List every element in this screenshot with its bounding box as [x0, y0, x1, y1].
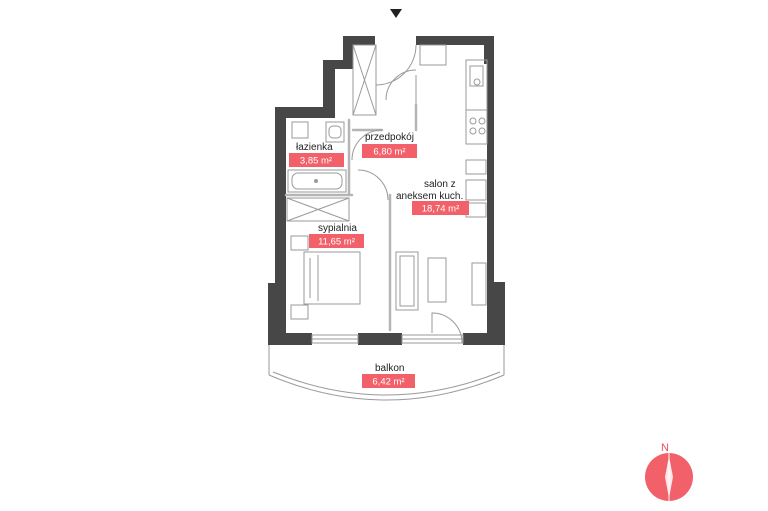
kitchen-counter [419, 44, 488, 145]
room-label-bedroom: sypialnia [318, 223, 357, 234]
entrance-arrow-icon [390, 9, 402, 18]
room-label-living: salon z [424, 179, 456, 190]
area-value-bedroom: 11,65 m² [318, 237, 355, 248]
room-label-bathroom: łazienka [296, 142, 333, 153]
area-badge-living [412, 201, 469, 215]
bathroom-fixtures [287, 121, 347, 193]
room-label-balcony: balkon [375, 363, 404, 374]
room-label-living-line2: aneksem kuch. [396, 191, 463, 202]
area-badge-bedroom [309, 234, 364, 248]
compass-north-label: N [661, 442, 669, 454]
area-badge-hall [362, 144, 417, 158]
windows [311, 334, 464, 344]
area-value-living: 18,74 m² [422, 204, 460, 215]
living-furniture [395, 251, 487, 311]
area-value-bathroom: 3,85 m² [300, 156, 332, 167]
balcony [268, 345, 505, 401]
wardrobe-entrance [352, 44, 377, 116]
bed [290, 235, 361, 320]
compass-icon [645, 453, 693, 501]
door-swings [351, 44, 463, 344]
area-badge-bathroom [289, 153, 344, 167]
room-label-hall: przedpokój [365, 132, 414, 143]
wardrobe-bedroom [286, 197, 350, 222]
area-badge-balcony [362, 374, 415, 388]
area-value-balcony: 6,42 m² [372, 377, 404, 388]
walls [268, 36, 505, 345]
area-value-hall: 6,80 m² [373, 147, 405, 158]
